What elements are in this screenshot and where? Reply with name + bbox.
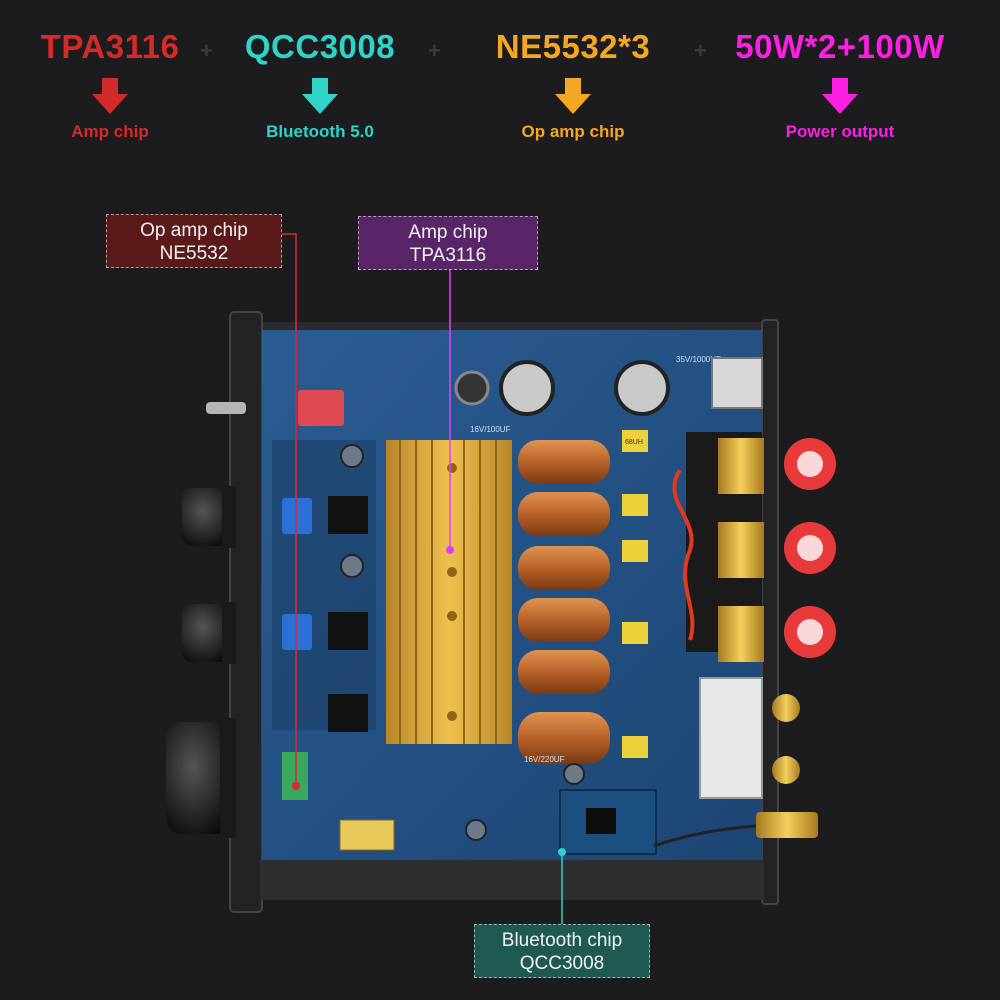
power-switch (206, 402, 246, 414)
callout-bluetooth-chip: Bluetooth chip QCC3008 (474, 924, 650, 978)
usb-port (711, 357, 763, 409)
inductor-label: 68UH (625, 439, 643, 446)
film-cap (622, 736, 648, 758)
bt-cap-label: 16V/220UF (524, 755, 565, 764)
inductors (518, 440, 610, 764)
bluetooth-leader-dot (558, 848, 566, 856)
spec-subtitle: Power output (785, 122, 895, 141)
chassis-bottom (260, 860, 764, 900)
amp-leader-dot (446, 546, 454, 554)
plus-separator: + (694, 38, 707, 63)
op-amp-section (272, 440, 376, 800)
capacitor (465, 819, 487, 841)
capacitor (614, 360, 670, 416)
spec-subtitle: Bluetooth 5.0 (266, 122, 374, 141)
cap-label: 16V/100UF (470, 425, 511, 434)
callout-line-2: NE5532 (159, 243, 229, 264)
switch-body (298, 390, 344, 426)
rca-jack (772, 694, 800, 722)
film-cap (622, 540, 648, 562)
arrow-down-icon (555, 78, 591, 114)
spec-subtitle: Op amp chip (521, 122, 625, 141)
spec-qcc3008: QCC3008 Bluetooth 5.0 (228, 28, 412, 142)
knob-bass (182, 602, 236, 664)
capacitor (499, 360, 555, 416)
spec-title: NE5532*3 (495, 28, 651, 65)
opamp-leader-dot (292, 782, 300, 790)
capacitor (563, 763, 585, 785)
capacitor (454, 370, 490, 406)
plus-separator: + (428, 38, 441, 63)
callout-line-1: Bluetooth chip (501, 930, 623, 951)
plus-separator: + (200, 38, 213, 63)
arrow-down-icon (822, 78, 858, 114)
relay (339, 819, 395, 851)
knob-volume (166, 718, 236, 838)
spec-title: TPA3116 (40, 28, 180, 65)
speaker-terminals (672, 432, 836, 662)
spec-ne5532: NE5532*3 Op amp chip (478, 28, 668, 142)
callout-line-1: Amp chip (408, 222, 488, 243)
spec-title: 50W*2+100W (735, 28, 945, 65)
spec-tpa3116: TPA3116 Amp chip (30, 28, 190, 142)
spec-power: 50W*2+100W Power output (718, 28, 962, 142)
power-connector (699, 677, 763, 799)
callout-line-2: TPA3116 (409, 245, 487, 266)
callout-amp-chip: Amp chip TPA3116 (358, 216, 538, 270)
callout-op-amp-chip: Op amp chip NE5532 (106, 214, 282, 268)
knob-treble (182, 486, 236, 548)
rca-jack (772, 756, 800, 784)
arrow-down-icon (302, 78, 338, 114)
antenna-connector (756, 812, 818, 838)
callout-line-2: QCC3008 (519, 953, 605, 974)
spec-title: QCC3008 (244, 28, 396, 65)
film-cap (622, 430, 648, 452)
bluetooth-module (559, 789, 757, 855)
heatsink (386, 440, 512, 744)
arrow-down-icon (92, 78, 128, 114)
spec-subtitle: Amp chip (71, 122, 149, 141)
film-cap (622, 622, 648, 644)
film-cap (622, 494, 648, 516)
cap-label: 35V/1000UF (676, 355, 721, 364)
callout-line-1: Op amp chip (140, 220, 248, 241)
